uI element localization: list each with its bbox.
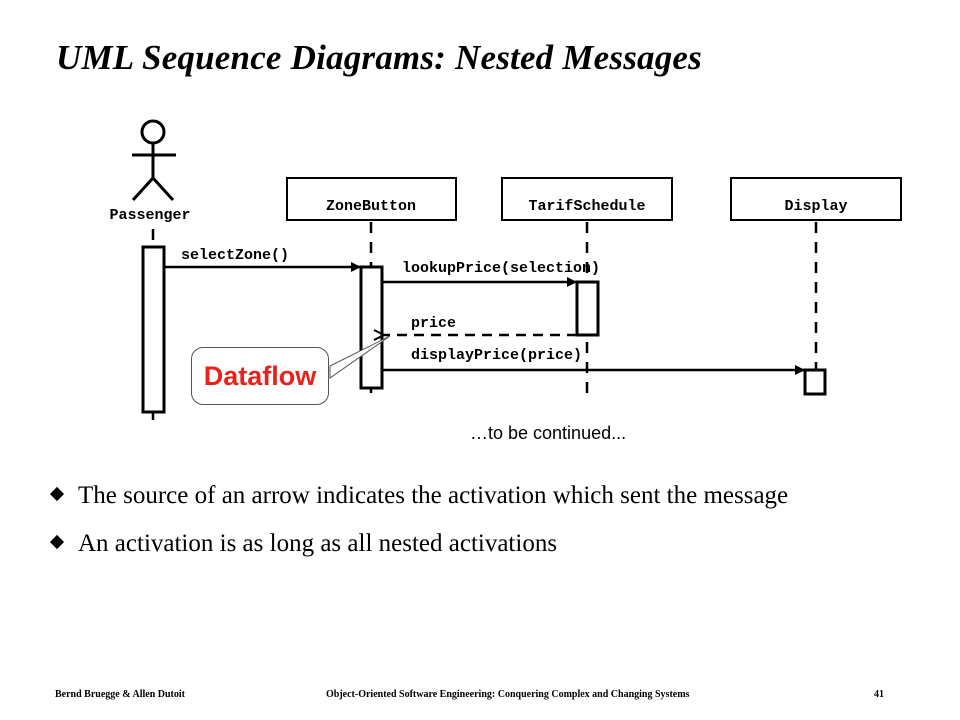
bullet-text: The source of an arrow indicates the act… [78, 482, 789, 509]
footer-page-number: 41 [874, 689, 884, 700]
message-label-displayprice: displayPrice(price) [411, 347, 582, 364]
object-label-display: Display [784, 198, 847, 215]
object-box-display [730, 177, 902, 221]
object-box-tarifschedule [501, 177, 673, 221]
continued-note: …to be continued... [470, 423, 627, 443]
object-label-tarifschedule: TarifSchedule [528, 198, 645, 215]
footer-book-title: Object-Oriented Software Engineering: Co… [326, 689, 690, 700]
diamond-bullet-icon [49, 486, 65, 502]
bullet-text: An activation is as long as all nested a… [78, 530, 558, 557]
activation-display [803, 368, 827, 396]
slide-title: UML Sequence Diagrams: Nested Messages [56, 38, 702, 77]
bullet-list: The source of an arrow indicates the act… [48, 480, 878, 576]
activation-tarifschedule [575, 280, 600, 337]
diamond-bullet-icon [49, 534, 65, 550]
bullet-item: An activation is as long as all nested a… [48, 528, 878, 559]
dataflow-callout: Dataflow [191, 347, 329, 405]
passenger-actor-icon [131, 119, 176, 202]
footer-authors: Bernd Bruegge & Allen Dutoit [55, 689, 185, 700]
activation-passenger [141, 245, 166, 414]
message-label-lookupprice: lookupPrice(selection) [402, 260, 600, 277]
message-label-selectzone: selectZone() [181, 247, 289, 264]
object-box-zonebutton [286, 177, 457, 221]
sequence-diagram: Passenger ZoneButton TarifSchedule Displ… [109, 119, 902, 428]
bullet-item: The source of an arrow indicates the act… [48, 480, 878, 511]
callout-pointer [329, 335, 391, 379]
message-label-price: price [411, 315, 456, 332]
object-label-zonebutton: ZoneButton [326, 198, 416, 215]
actor-label-passenger: Passenger [109, 207, 190, 224]
activation-zonebutton [359, 265, 384, 390]
